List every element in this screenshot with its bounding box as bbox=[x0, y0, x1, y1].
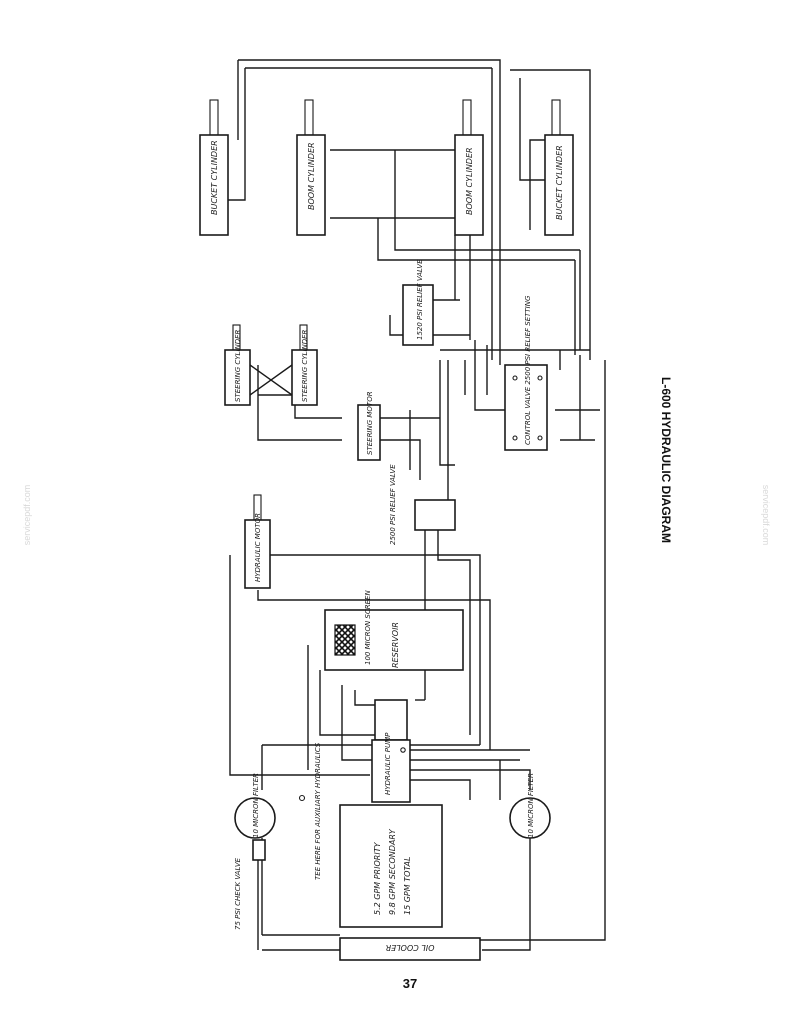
micron-screen-hatch bbox=[334, 624, 356, 656]
svg-text:1520 PSI RELIEF VALVE: 1520 PSI RELIEF VALVE bbox=[416, 259, 424, 340]
svg-text:TEE HERE FOR AUXILIARY HYDRAUL: TEE HERE FOR AUXILIARY HYDRAULICS bbox=[314, 742, 322, 880]
svg-text:HYDRAULIC MOTOR: HYDRAULIC MOTOR bbox=[254, 513, 262, 582]
relief-valve-1520: 1520 PSI RELIEF VALVE bbox=[402, 259, 434, 346]
watermark-right: servicepdf.com bbox=[761, 485, 771, 546]
svg-text:STEERING MOTOR: STEERING MOTOR bbox=[366, 391, 374, 455]
steering-motor: STEERING MOTOR bbox=[357, 391, 381, 461]
steering-cylinder-1: STEERING CYLINDER bbox=[224, 324, 251, 406]
svg-text:10 MICRON FILTER: 10 MICRON FILTER bbox=[252, 773, 260, 838]
svg-text:OIL COOLER: OIL COOLER bbox=[386, 943, 435, 952]
steering-cylinder-2: STEERING CYLINDER bbox=[291, 324, 318, 406]
svg-text:CONTROL VALVE 2500 PSI RELIEF: CONTROL VALVE 2500 PSI RELIEF SETTING bbox=[524, 295, 532, 445]
svg-text:5.2 GPM PRIORITY: 5.2 GPM PRIORITY bbox=[373, 841, 382, 915]
svg-text:BOOM CYLINDER: BOOM CYLINDER bbox=[465, 147, 474, 215]
pump-coupling bbox=[374, 699, 408, 741]
diagram-title: L-600 HYDRAULIC DIAGRAM bbox=[659, 377, 673, 543]
svg-text:HYDRAULIC PUMP: HYDRAULIC PUMP bbox=[384, 732, 392, 795]
boom-cylinder-left: BOOM CYLINDER bbox=[296, 99, 326, 236]
reservoir: 100 MICRON SCREEN RESERVOIR bbox=[324, 590, 464, 671]
bucket-cylinder-right: BUCKET CYLINDER bbox=[544, 99, 574, 236]
svg-text:15 GPM TOTAL: 15 GPM TOTAL bbox=[403, 857, 412, 915]
svg-text:STEERING CYLINDER: STEERING CYLINDER bbox=[301, 329, 309, 402]
hydraulic-motor: HYDRAULIC MOTOR bbox=[244, 494, 271, 589]
boom-cylinder-right: BOOM CYLINDER bbox=[454, 99, 484, 236]
svg-text:BUCKET CYLINDER: BUCKET CYLINDER bbox=[555, 145, 564, 220]
hydraulic-lines bbox=[224, 59, 606, 951]
oil-cooler: OIL COOLER bbox=[339, 937, 481, 961]
filter-left: 10 MICRON FILTER bbox=[234, 773, 276, 839]
check-valve: 75 PSI CHECK VALVE bbox=[234, 839, 266, 930]
svg-text:STEERING CYLINDER: STEERING CYLINDER bbox=[234, 329, 242, 402]
svg-text:9.8 GPM SECONDARY: 9.8 GPM SECONDARY bbox=[388, 828, 397, 915]
filter-right: 10 MICRON FILTER bbox=[509, 773, 551, 839]
bucket-cylinder-left: BUCKET CYLINDER bbox=[199, 99, 229, 236]
control-valve: CONTROL VALVE 2500 PSI RELIEF SETTING bbox=[504, 295, 548, 451]
svg-text:10 MICRON FILTER: 10 MICRON FILTER bbox=[527, 773, 535, 838]
hydraulic-pump: HYDRAULIC PUMP bbox=[371, 732, 411, 803]
svg-text:BOOM CYLINDER: BOOM CYLINDER bbox=[307, 142, 316, 210]
svg-text:RESERVOIR: RESERVOIR bbox=[391, 622, 400, 668]
page-number: 37 bbox=[403, 976, 417, 991]
svg-text:75 PSI CHECK VALVE: 75 PSI CHECK VALVE bbox=[234, 857, 242, 930]
svg-text:2500 PSI RELIEF VALVE: 2500 PSI RELIEF VALVE bbox=[389, 464, 397, 545]
svg-text:100 MICRON SCREEN: 100 MICRON SCREEN bbox=[364, 590, 372, 665]
svg-text:BUCKET CYLINDER: BUCKET CYLINDER bbox=[210, 140, 219, 215]
steering-crossover bbox=[249, 364, 293, 396]
tee-note: TEE HERE FOR AUXILIARY HYDRAULICS bbox=[298, 742, 322, 880]
engine-block: 5.2 GPM PRIORITY 9.8 GPM SECONDARY 15 GP… bbox=[339, 804, 443, 928]
watermark-left: servicepdf.com bbox=[22, 485, 32, 546]
relief-valve-2500: 2500 PSI RELIEF VALVE bbox=[389, 464, 456, 545]
